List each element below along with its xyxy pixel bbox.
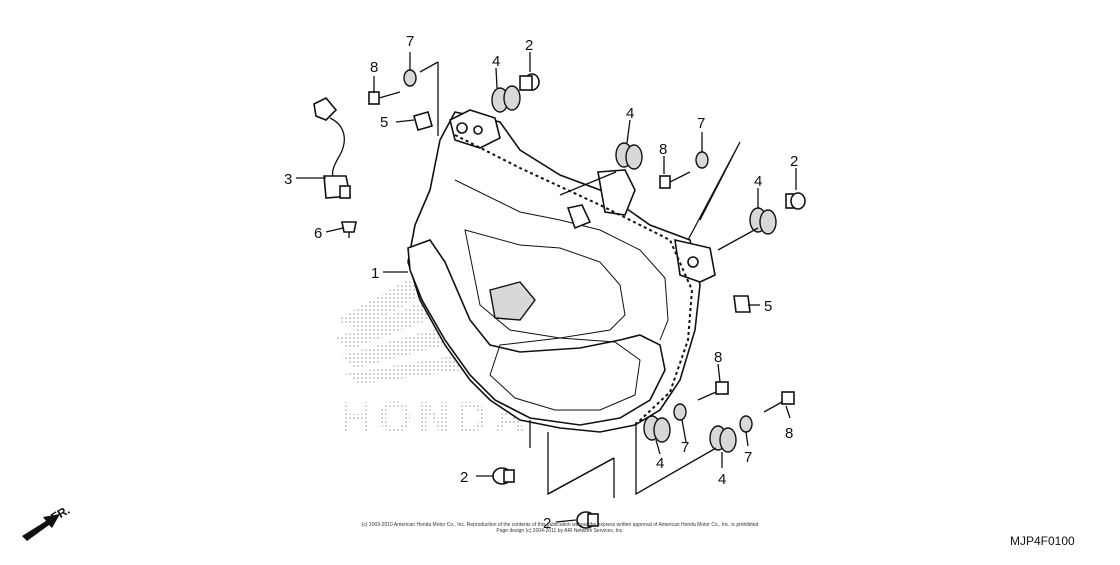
callout-2: 2: [543, 515, 551, 532]
grommet-4-top: [491, 85, 521, 113]
callout-2: 2: [790, 153, 798, 170]
collar-2-top: [519, 73, 540, 91]
diagram-code: MJP4F0100: [1010, 534, 1075, 548]
callout-8: 8: [370, 59, 378, 76]
washer-7-lower-b: [739, 415, 753, 433]
callout-4: 4: [754, 173, 762, 190]
collar-2-lower-a: [492, 467, 515, 485]
bolt-8-mid: [659, 171, 691, 189]
callout-4: 4: [718, 471, 726, 488]
headlight-assembly: [407, 109, 716, 433]
wire-harness: [313, 97, 351, 199]
callout-7: 7: [406, 33, 414, 50]
callout-4: 4: [656, 455, 664, 472]
copyright-line-1: (c) 2003-2010 American Honda Motor Co., …: [361, 522, 759, 528]
front-direction-arrow: FR.: [22, 503, 72, 541]
clip-5-right: [733, 295, 751, 313]
washer-7-top: [403, 69, 417, 87]
callout-7: 7: [744, 449, 752, 466]
bolt-8-top: [368, 91, 401, 105]
callout-2: 2: [525, 37, 533, 54]
hardware-parts: [341, 69, 806, 529]
callout-5: 5: [764, 298, 772, 315]
callouts: 1 2 2 2 2 3 4 4 4 4 4 5 5 6 7 7 7 7 8 8 …: [284, 33, 798, 532]
collar-2-lower-b: [576, 511, 599, 529]
collar-2-right: [785, 192, 806, 210]
screw-6: [341, 221, 357, 238]
grommet-4-mid: [615, 142, 643, 170]
callout-7: 7: [681, 439, 689, 456]
callout-8: 8: [659, 141, 667, 158]
callout-5: 5: [380, 114, 388, 131]
clip-5-top: [413, 111, 433, 131]
washer-7-mid: [695, 151, 709, 169]
grommet-4-lower-b: [709, 425, 737, 453]
callout-3: 3: [284, 171, 292, 188]
callout-8: 8: [714, 349, 722, 366]
bolt-8-lower-right: [763, 391, 795, 413]
callout-1: 1: [371, 265, 379, 282]
callout-6: 6: [314, 225, 322, 242]
copyright-notice: (c) 2003-2010 American Honda Motor Co., …: [300, 522, 820, 534]
callout-4: 4: [492, 53, 500, 70]
callout-2: 2: [460, 469, 468, 486]
grommet-4-right: [749, 207, 777, 235]
copyright-line-2: Page design (c) 2004-2011 by ARI Network…: [496, 528, 624, 534]
bolt-8-lower-mid: [697, 381, 729, 401]
leader-lines: [296, 52, 797, 523]
callout-7: 7: [697, 115, 705, 132]
callout-8: 8: [785, 425, 793, 442]
callout-4: 4: [626, 105, 634, 122]
grommet-4-lower-a: [643, 415, 671, 443]
washer-7-lower-a: [673, 403, 687, 421]
